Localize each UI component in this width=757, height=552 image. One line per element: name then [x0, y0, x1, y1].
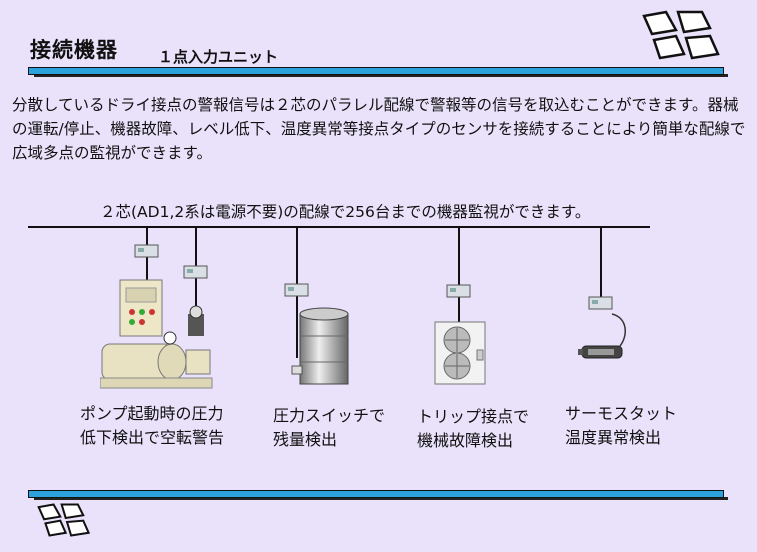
- drop-line: [600, 228, 602, 300]
- header-divider-shadow: [34, 74, 728, 77]
- device-caption-tank: 圧力スイッチで 残量検出: [273, 406, 386, 449]
- thermostat-icon: [578, 313, 626, 359]
- header-divider: [28, 67, 724, 75]
- device-caption-thermostat: サーモスタット 温度異常検出: [565, 404, 678, 447]
- signal-bus-line: [28, 226, 650, 228]
- input-unit-icon: [183, 265, 208, 279]
- drop-line: [458, 228, 460, 328]
- tank-icon: [291, 307, 349, 385]
- device-caption-pump: ポンプ起動時の圧力 低下検出で空転警告: [80, 404, 225, 447]
- input-unit-icon: [588, 296, 613, 310]
- outdoor-unit-icon: [434, 321, 486, 385]
- device-caption-trip: トリップ接点で 機械故障検出: [417, 407, 530, 450]
- window-tiles-logo-icon: [36, 502, 90, 542]
- input-unit-icon: [134, 244, 159, 258]
- description-text: 分散しているドライ接点の警報信号は２芯のパラレル配線で警報等の信号を取込むことが…: [12, 96, 746, 162]
- window-tiles-logo-icon: [640, 10, 720, 66]
- input-unit-icon: [446, 284, 471, 298]
- footer-divider: [28, 490, 724, 498]
- bus-label: ２芯(AD1,2系は電源不要)の配線で256台までの機器監視ができます。: [100, 203, 591, 221]
- page-subtitle: １点入力ユニット: [158, 48, 279, 66]
- footer-divider-shadow: [34, 497, 728, 500]
- page-title: 接続機器: [30, 38, 118, 62]
- input-unit-icon: [284, 283, 309, 297]
- pump-control-panel-icon: [100, 279, 213, 389]
